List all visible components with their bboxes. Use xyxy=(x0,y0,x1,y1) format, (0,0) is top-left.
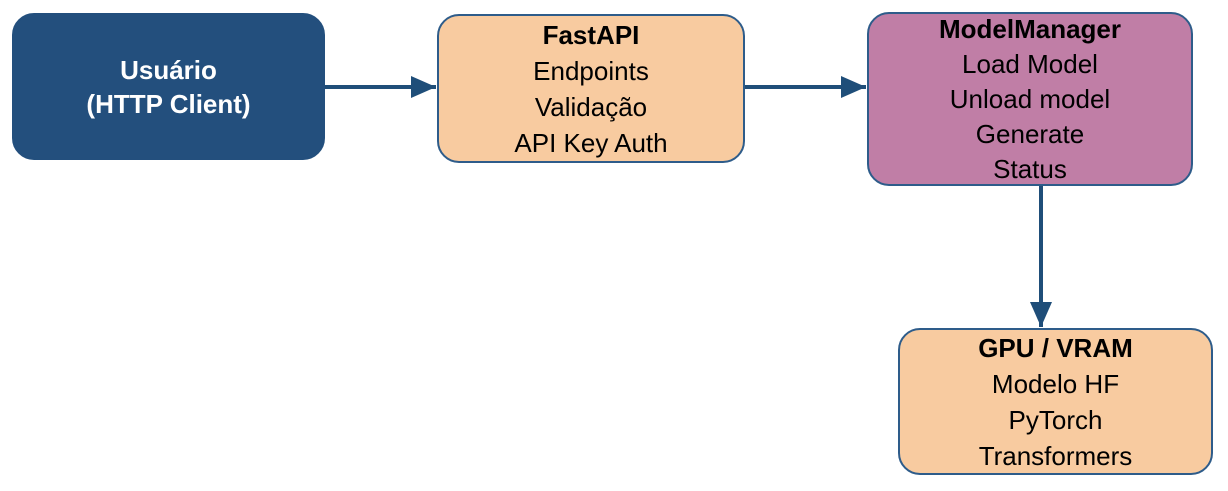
node-fastapi-line-endpoints: Endpoints xyxy=(533,55,649,86)
node-gpu-vram-title: GPU / VRAM xyxy=(978,332,1133,363)
node-model-manager-line-unload-model: Unload model xyxy=(949,83,1111,114)
node-usuario-http-client: Usuário (HTTP Client) xyxy=(12,13,325,160)
node-model-manager-title: ModelManager xyxy=(938,13,1122,44)
node-fastapi-line-validacao: Validação xyxy=(534,91,648,122)
node-model-manager-line-generate: Generate xyxy=(975,118,1085,149)
node-gpu-vram-line-pytorch: PyTorch xyxy=(1008,404,1103,435)
node-model-manager-line-status: Status xyxy=(993,153,1067,184)
node-model-manager: ModelManager Load Model Unload model Gen… xyxy=(867,12,1193,186)
node-gpu-vram-line-transformers: Transformers xyxy=(978,440,1133,471)
node-usuario-subtitle: (HTTP Client) xyxy=(86,88,251,119)
node-fastapi-title: FastAPI xyxy=(542,19,640,50)
node-gpu-vram: GPU / VRAM Modelo HF PyTorch Transformer… xyxy=(898,328,1213,475)
node-fastapi: FastAPI Endpoints Validação API Key Auth xyxy=(437,14,745,163)
node-gpu-vram-line-modelo-hf: Modelo HF xyxy=(991,368,1120,399)
node-model-manager-line-load-model: Load Model xyxy=(962,48,1098,79)
node-fastapi-line-api-key-auth: API Key Auth xyxy=(514,127,668,158)
node-usuario-title: Usuário xyxy=(120,54,217,85)
